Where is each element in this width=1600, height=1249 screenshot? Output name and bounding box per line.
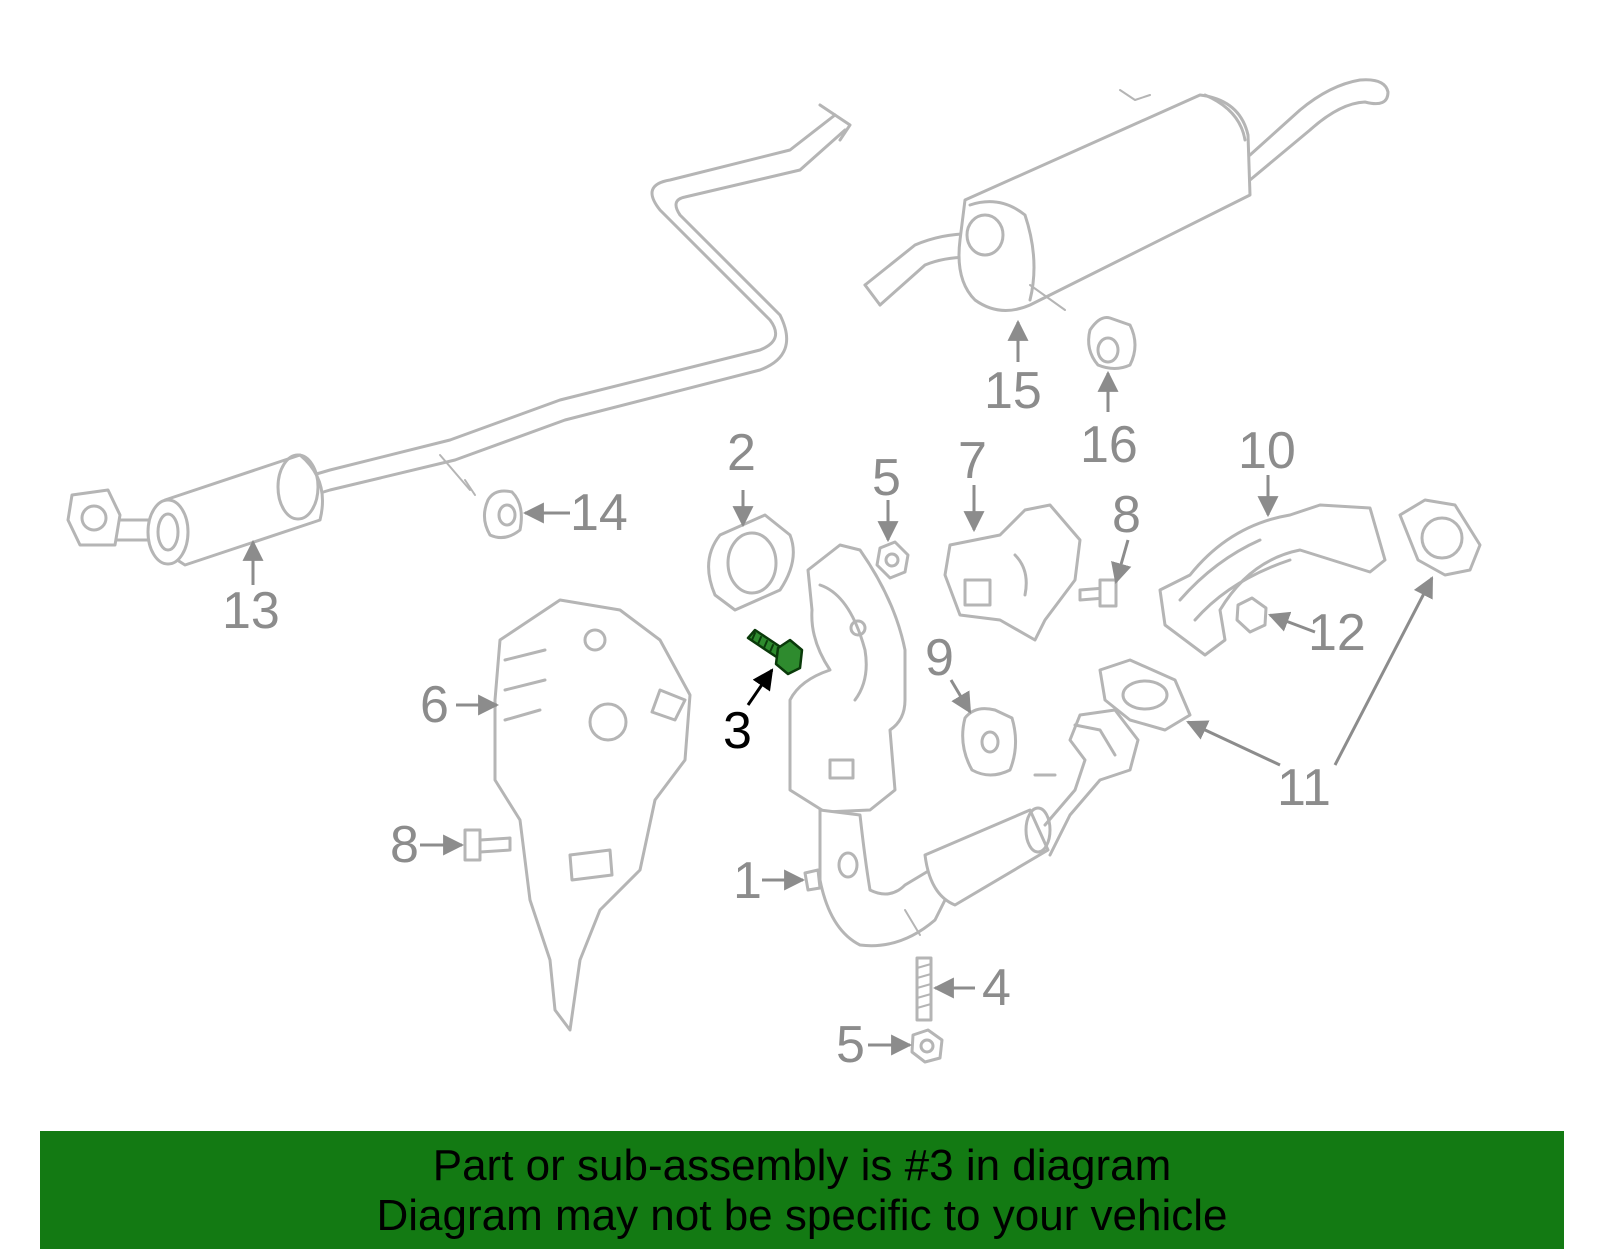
bolt-part-8-right[interactable] xyxy=(1078,578,1118,608)
callout-11: 11 xyxy=(1277,759,1331,817)
muffler-part-15[interactable] xyxy=(863,78,1390,312)
gasket-part-2[interactable] xyxy=(707,513,795,612)
bolt-part-3-highlighted[interactable] xyxy=(746,628,804,676)
front-pipe-catalytic-converter-part-1[interactable] xyxy=(788,543,1140,948)
callout-6: 6 xyxy=(420,676,449,734)
callout-12: 12 xyxy=(1308,604,1366,662)
callout-8-left: 8 xyxy=(390,816,419,874)
callout-14: 14 xyxy=(570,484,628,542)
nut-part-5-lower[interactable] xyxy=(910,1028,944,1064)
callout-16: 16 xyxy=(1080,416,1138,474)
gasket-part-11-middle[interactable] xyxy=(1098,658,1192,732)
callout-4: 4 xyxy=(982,959,1011,1017)
info-banner: Part or sub-assembly is #3 in diagram Di… xyxy=(40,1131,1564,1249)
callout-13: 13 xyxy=(222,582,280,640)
callout-2: 2 xyxy=(727,424,756,482)
callout-10: 10 xyxy=(1238,422,1296,480)
banner-line-disclaimer: Diagram may not be specific to your vehi… xyxy=(376,1191,1228,1240)
callout-7: 7 xyxy=(958,432,987,490)
callout-8-right: 8 xyxy=(1112,486,1141,544)
bracket-part-7[interactable] xyxy=(943,503,1082,642)
banner-line-part-number: Part or sub-assembly is #3 in diagram xyxy=(432,1141,1172,1190)
callout-9: 9 xyxy=(925,629,954,687)
stud-part-4[interactable] xyxy=(915,956,933,1022)
gasket-part-11-right[interactable] xyxy=(1398,498,1482,577)
hanger-part-14[interactable] xyxy=(483,489,523,540)
callout-5-lower: 5 xyxy=(836,1016,865,1074)
hanger-part-16[interactable] xyxy=(1087,316,1137,370)
bolt-part-8-left[interactable] xyxy=(463,828,512,862)
callout-labels: 1 2 3 4 5 5 6 7 8 8 9 10 11 12 13 14 15 … xyxy=(222,362,1366,1074)
leader-lines xyxy=(242,319,1434,1056)
callout-3-highlighted: 3 xyxy=(723,702,752,760)
callout-15: 15 xyxy=(984,362,1042,420)
heat-shield-part-6[interactable] xyxy=(493,598,692,1032)
intermediate-pipe-part-13[interactable] xyxy=(66,103,852,567)
nut-part-5-upper[interactable] xyxy=(875,540,910,580)
callout-5-upper: 5 xyxy=(872,449,901,507)
nut-part-12[interactable] xyxy=(1235,596,1268,634)
callout-1: 1 xyxy=(733,852,762,910)
pipe-part-10[interactable] xyxy=(1158,503,1387,657)
hanger-part-9[interactable] xyxy=(961,707,1017,777)
